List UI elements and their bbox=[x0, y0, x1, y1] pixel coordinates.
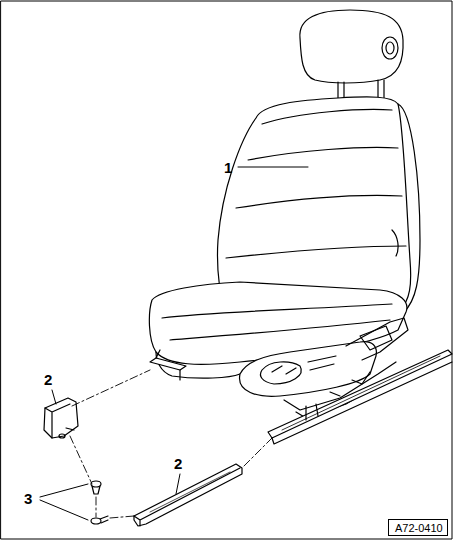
headrest bbox=[300, 10, 403, 100]
callout-number: 2 bbox=[174, 456, 182, 471]
screw bbox=[91, 481, 108, 524]
figure-number-box: A72-0410 bbox=[388, 519, 448, 536]
leader-lines bbox=[40, 167, 308, 520]
trim-cover-front bbox=[44, 398, 78, 438]
seat-rails bbox=[150, 350, 452, 444]
figure-number: A72-0410 bbox=[395, 523, 441, 534]
trim-cover-rail bbox=[134, 464, 242, 526]
callout-number: 2 bbox=[44, 372, 52, 387]
callout-number: 1 bbox=[224, 160, 232, 175]
assembly-lines bbox=[70, 370, 272, 518]
callout-number: 3 bbox=[24, 491, 32, 506]
